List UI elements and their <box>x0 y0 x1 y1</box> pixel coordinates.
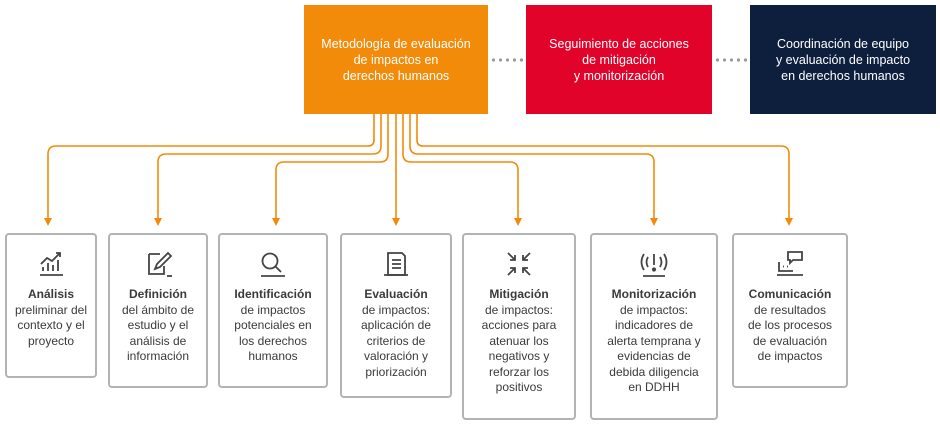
dotted-connector-right <box>714 58 748 62</box>
magnifier-icon <box>261 252 285 277</box>
step-card-analisis: Análisis preliminar del contexto y el pr… <box>5 233 97 378</box>
step-description: de impactos: indicadores de alerta tempr… <box>607 302 701 395</box>
monitoring-box: Seguimiento de acciones de mitigación y … <box>526 5 712 114</box>
step-description: del ámbito de estudio y el análisis de i… <box>121 302 195 364</box>
checklist-icon <box>384 252 408 276</box>
dotted-connector-left <box>490 58 524 62</box>
alert-signal-icon <box>640 253 668 277</box>
arrow-monitorizacion <box>409 114 658 226</box>
edit-document-icon <box>148 251 173 277</box>
step-description: de impactos: acciones para atenuar los n… <box>481 302 557 395</box>
chat-screen-icon <box>777 251 803 276</box>
step-description: de impactos potenciales en los derechos … <box>234 302 312 364</box>
arrow-analisis <box>44 114 375 226</box>
step-card-monitorizacion: Monitorización de impactos: indicadores … <box>590 233 718 420</box>
step-title: Monitorización <box>611 287 697 301</box>
coordination-box: Coordinación de equipo y evaluación de i… <box>750 5 936 114</box>
monitoring-label: Seguimiento de acciones de mitigación y … <box>549 36 689 83</box>
step-title: Identificación <box>234 287 312 301</box>
step-title: Definición <box>128 287 187 301</box>
step-description: preliminar del contexto y el proyecto <box>14 302 88 348</box>
coordination-label: Coordinación de equipo y evaluación de i… <box>775 36 911 83</box>
step-card-comunicacion: Comunicación de resultados de los proces… <box>732 233 848 388</box>
connector-arrows <box>44 114 793 226</box>
step-description: de impactos: aplicación de criterios de … <box>360 302 432 379</box>
arrow-mitigacion <box>402 114 522 226</box>
methodology-label: Metodología de evaluación de impactos en… <box>321 36 471 83</box>
step-title: Mitigación <box>489 287 549 301</box>
compress-arrows-icon <box>507 252 531 276</box>
step-title: Comunicación <box>748 287 832 301</box>
arrow-definicion <box>154 114 382 226</box>
arrow-comunicacion <box>416 114 793 226</box>
step-card-identificacion: Identificación de impactos potenciales e… <box>218 233 328 388</box>
step-card-mitigacion: Mitigación de impactos: acciones para at… <box>462 233 576 420</box>
methodology-box: Metodología de evaluación de impactos en… <box>304 5 488 114</box>
step-card-definicion: Definición del ámbito de estudio y el an… <box>108 233 208 388</box>
step-title: Análisis <box>27 287 75 301</box>
step-title: Evaluación <box>364 287 428 301</box>
arrow-identificacion <box>272 114 389 226</box>
step-description: de resultados de los procesos de evaluac… <box>747 302 833 364</box>
step-card-evaluacion: Evaluación de impactos: aplicación de cr… <box>340 233 452 398</box>
bar-chart-icon <box>40 252 63 276</box>
